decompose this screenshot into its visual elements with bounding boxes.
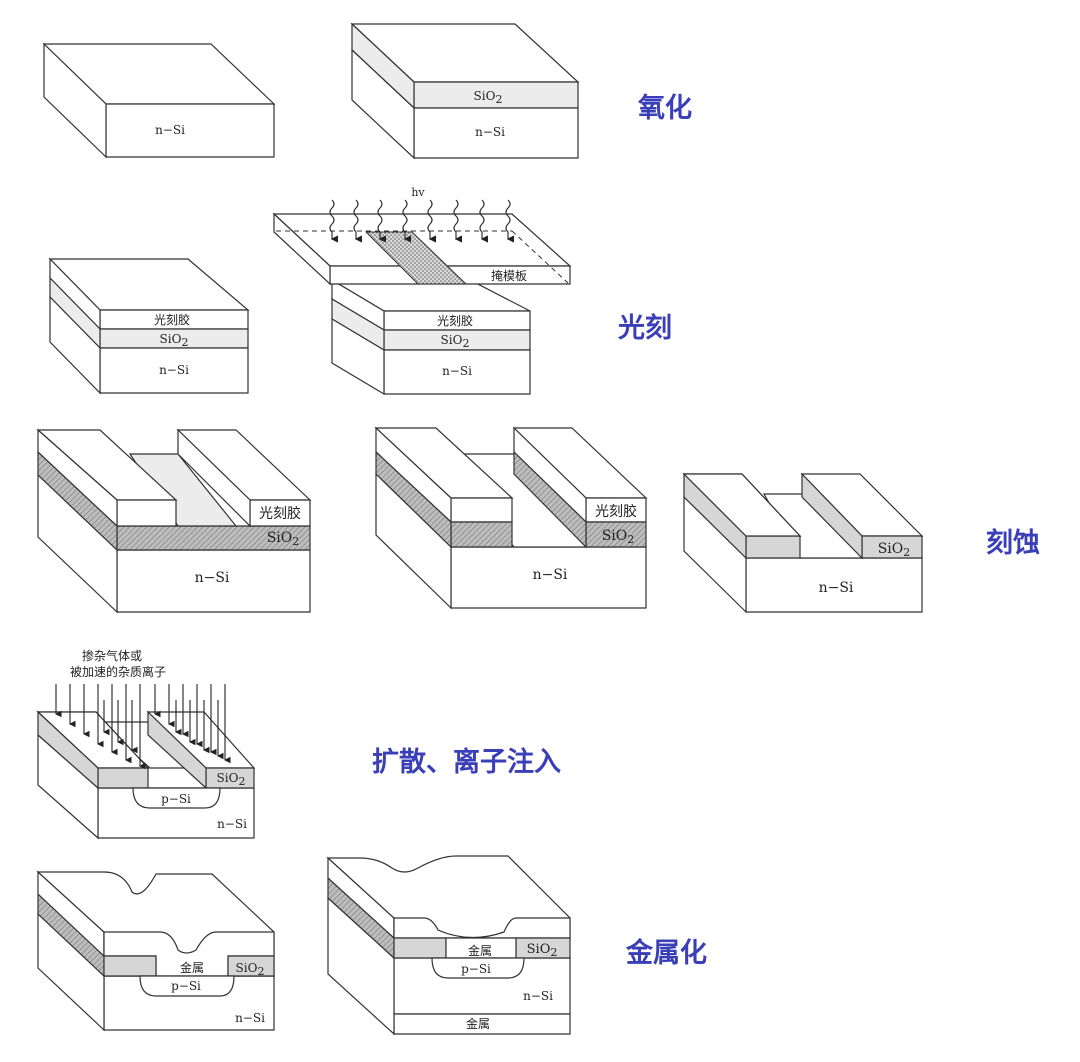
dopant-arrows <box>54 684 231 770</box>
step-diffusion-label: 扩散、离子注入 <box>372 746 561 778</box>
mask-opaque-stripe <box>364 231 468 285</box>
n-si-label: n−Si <box>195 570 230 586</box>
n-si-label: n−Si <box>159 363 189 377</box>
p-si-label: p−Si <box>171 979 201 993</box>
etching-resist-stripped: SiO2 n−Si <box>682 472 924 614</box>
sio2-label: SiO2 <box>267 530 300 548</box>
oxidation-oxidized-wafer: SiO2 n−Si <box>350 22 580 160</box>
n-si-label: n−Si <box>523 989 553 1003</box>
n-si-label: n−Si <box>475 125 505 139</box>
mask-label: 掩模板 <box>491 269 527 283</box>
n-si-label: n−Si <box>533 567 568 583</box>
mask-plate: 掩模板 <box>272 212 572 286</box>
n-si-label: n−Si <box>155 123 185 137</box>
photoresist-label: 光刻胶 <box>259 505 301 522</box>
etching-oxide-etched: 光刻胶 SiO2 n−Si <box>374 426 648 610</box>
oxidation-bare-wafer: n−Si <box>42 42 276 159</box>
metal-label: 金属 <box>180 960 204 975</box>
sio2-label: SiO2 <box>160 332 189 349</box>
step-lithography-label: 光刻 <box>617 312 672 344</box>
photoresist-label: 光刻胶 <box>154 312 190 327</box>
metallization-double-side: 金属 SiO2 p−Si n−Si 金属 <box>326 855 571 1036</box>
sio2-label: SiO2 <box>217 771 246 788</box>
metallization-single-side: 金属 SiO2 p−Si n−Si <box>36 870 275 1032</box>
sio2-label: SiO2 <box>878 541 911 559</box>
n-si-label: n−Si <box>819 580 854 596</box>
lithography-coated-wafer: 光刻胶 SiO2 n−Si <box>48 257 250 395</box>
metal-label: 金属 <box>468 943 492 958</box>
dopant-label-line1: 掺杂气体或 <box>82 648 142 663</box>
light-label: hv <box>411 186 425 199</box>
p-si-label: p−Si <box>161 792 191 806</box>
backside-metal-label: 金属 <box>466 1016 490 1031</box>
dopant-label-line2: 被加速的杂质离子 <box>70 664 166 679</box>
etching-after-develop: 光刻胶 SiO2 n−Si <box>36 428 312 614</box>
n-si-label: n−Si <box>442 364 472 378</box>
p-si-label: p−Si <box>461 962 491 976</box>
sio2-label: SiO2 <box>474 89 503 106</box>
n-si-label: n−Si <box>235 1011 265 1025</box>
diffusion-wafer: 掺杂气体或 被加速的杂质离子 p−Si n−Si SiO2 <box>36 648 256 840</box>
sio2-label: SiO2 <box>527 942 558 959</box>
photoresist-label: 光刻胶 <box>595 503 637 520</box>
sio2-label: SiO2 <box>602 528 635 546</box>
sio2-label: SiO2 <box>236 961 265 978</box>
step-metallization-label: 金属化 <box>625 937 707 969</box>
step-etching-label: 刻蚀 <box>986 527 1040 559</box>
step-oxidation-label: 氧化 <box>637 93 692 124</box>
n-si-label: n−Si <box>217 817 247 831</box>
photoresist-label: 光刻胶 <box>437 313 473 328</box>
sio2-label: SiO2 <box>441 333 470 350</box>
lithography-exposure: 光刻胶 SiO2 n−Si 掩模板 hv <box>272 186 572 396</box>
light-rays <box>329 199 514 243</box>
